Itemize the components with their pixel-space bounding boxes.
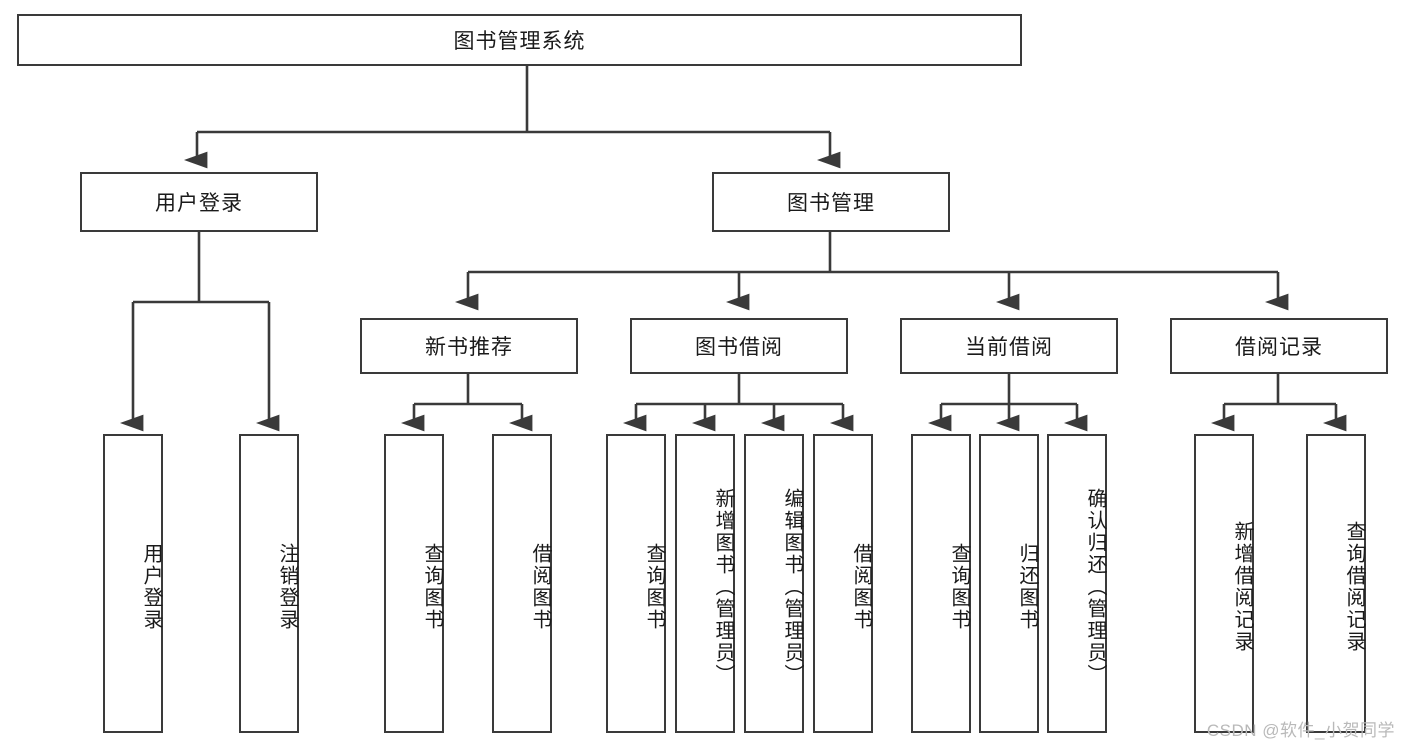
node-leaf-query-book-rec-label: 查询图书 bbox=[421, 542, 443, 631]
node-book-manage[interactable]: 图书管理 bbox=[712, 172, 950, 232]
watermark: CSDN @软件_小贺同学 bbox=[1206, 721, 1395, 740]
node-leaf-borrow-book[interactable]: 借阅图书 bbox=[813, 434, 873, 733]
node-root-label: 图书管理系统 bbox=[453, 30, 586, 53]
node-leaf-borrow-book-label: 借阅图书 bbox=[850, 542, 872, 631]
node-leaf-borrow-book-rec[interactable]: 借阅图书 bbox=[492, 434, 552, 733]
node-leaf-borrow-book-rec-label: 借阅图书 bbox=[529, 542, 551, 631]
node-user-login-label: 用户登录 bbox=[155, 192, 243, 215]
node-leaf-query-record[interactable]: 查询借阅记录 bbox=[1306, 434, 1366, 733]
node-leaf-query-book-bor-label: 查询图书 bbox=[643, 542, 665, 631]
node-new-book-recommend[interactable]: 新书推荐 bbox=[360, 318, 578, 374]
node-leaf-edit-book-label: 编辑图书（管理员） bbox=[781, 487, 803, 686]
node-root[interactable]: 图书管理系统 bbox=[17, 14, 1022, 66]
node-book-manage-label: 图书管理 bbox=[787, 192, 875, 215]
node-leaf-logout-login[interactable]: 注销登录 bbox=[239, 434, 299, 733]
node-leaf-user-login[interactable]: 用户登录 bbox=[103, 434, 163, 733]
node-leaf-add-book-label: 新增图书（管理员） bbox=[712, 487, 734, 686]
node-leaf-confirm-return[interactable]: 确认归还（管理员） bbox=[1047, 434, 1107, 733]
node-book-borrow[interactable]: 图书借阅 bbox=[630, 318, 848, 374]
node-leaf-query-book-rec[interactable]: 查询图书 bbox=[384, 434, 444, 733]
node-leaf-user-login-label: 用户登录 bbox=[140, 542, 162, 631]
node-leaf-edit-book[interactable]: 编辑图书（管理员） bbox=[744, 434, 804, 733]
node-leaf-add-record-label: 新增借阅记录 bbox=[1231, 520, 1253, 653]
node-borrow-record[interactable]: 借阅记录 bbox=[1170, 318, 1388, 374]
node-new-book-recommend-label: 新书推荐 bbox=[425, 336, 513, 359]
node-borrow-record-label: 借阅记录 bbox=[1235, 336, 1323, 359]
node-user-login[interactable]: 用户登录 bbox=[80, 172, 318, 232]
node-leaf-query-book-bor[interactable]: 查询图书 bbox=[606, 434, 666, 733]
node-book-borrow-label: 图书借阅 bbox=[695, 336, 783, 359]
node-leaf-return-book-label: 归还图书 bbox=[1016, 542, 1038, 631]
node-leaf-confirm-return-label: 确认归还（管理员） bbox=[1084, 487, 1106, 686]
node-leaf-logout-login-label: 注销登录 bbox=[276, 542, 298, 631]
node-leaf-add-record[interactable]: 新增借阅记录 bbox=[1194, 434, 1254, 733]
node-leaf-query-book-cur-label: 查询图书 bbox=[948, 542, 970, 631]
node-current-borrow[interactable]: 当前借阅 bbox=[900, 318, 1118, 374]
node-leaf-query-record-label: 查询借阅记录 bbox=[1343, 520, 1365, 653]
node-leaf-query-book-cur[interactable]: 查询图书 bbox=[911, 434, 971, 733]
node-leaf-add-book[interactable]: 新增图书（管理员） bbox=[675, 434, 735, 733]
node-leaf-return-book[interactable]: 归还图书 bbox=[979, 434, 1039, 733]
node-current-borrow-label: 当前借阅 bbox=[965, 336, 1053, 359]
